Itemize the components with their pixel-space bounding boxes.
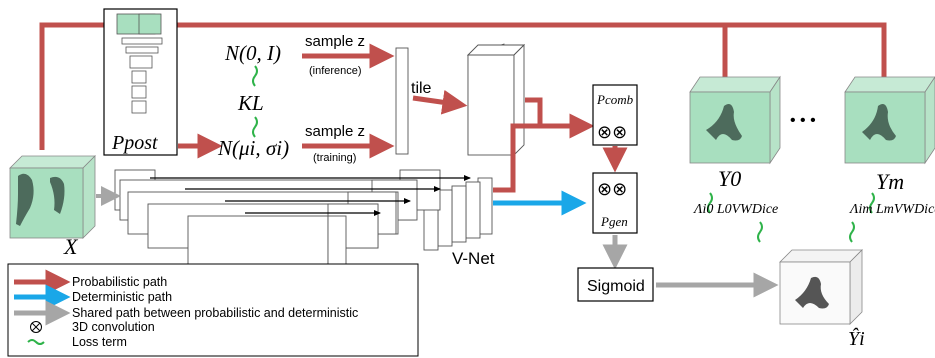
p-post-encoder-stack: [116, 13, 163, 114]
legend-label: Shared path between probabilistic and de…: [72, 306, 358, 320]
kl-label: KL: [237, 91, 264, 115]
sigmoid-label: Sigmoid: [587, 278, 645, 295]
y0-label: Y0: [718, 166, 741, 191]
prediction-volume-yhat: [779, 249, 863, 325]
ym-label: Ym: [876, 169, 904, 194]
loss-tilde-icon: [252, 65, 258, 87]
legend-label: Loss term: [72, 335, 127, 349]
p-post-block: Ppost: [103, 8, 178, 156]
loss-ym-label: Λim LmVWDice: [848, 202, 935, 217]
loss-tilde-icon: [757, 221, 763, 243]
ground-truth-y0: [689, 75, 781, 165]
sigmoid-block: Sigmoid: [577, 267, 654, 302]
loss-tilde-icon: [849, 221, 855, 243]
legend-item-conv: 3D convolution: [30, 320, 155, 334]
loss-y0-label: Λi0 L0VWDice: [692, 202, 778, 217]
legend-label: Probabilistic path: [72, 275, 167, 289]
input-volume-x: [9, 155, 96, 239]
ground-truth-ym: [844, 76, 935, 165]
sample-z-training-label: sample z: [305, 123, 365, 140]
yhat-label: Ŷi: [848, 327, 865, 350]
ellipsis: • • •: [790, 112, 816, 129]
training-label: (training): [313, 152, 356, 164]
posterior-normal-label: N(μi, σi): [217, 136, 289, 160]
loss-tilde-icon: [27, 339, 45, 345]
legend-item-deterministic: Deterministic path: [14, 284, 172, 310]
sample-z-inference-label: sample z: [305, 33, 365, 50]
p-gen-conv-icon: ⊗⊗: [597, 179, 627, 199]
inference-label: (inference): [309, 65, 362, 77]
prior-normal-label: N(0, I): [224, 41, 281, 65]
tile-to-pcomb-path: [525, 97, 543, 126]
p-post-label: Ppost: [111, 132, 158, 154]
p-gen-block: ⊗⊗ Pgen: [592, 172, 638, 234]
legend-label: 3D convolution: [72, 320, 155, 334]
vnet-label: V-Net: [452, 249, 495, 268]
loss-tilde-icon: [869, 192, 875, 214]
loss-tilde-icon: [707, 192, 713, 214]
vnet-to-pcomb-arrow: [493, 113, 595, 193]
legend-item-loss: Loss term: [27, 335, 127, 349]
tile-arrow: [412, 89, 468, 115]
p-comb-block: Pcomb ⊗⊗: [592, 84, 638, 146]
loss-tilde-icon: [252, 116, 258, 138]
legend-item-shared: Shared path between probabilistic and de…: [14, 300, 358, 326]
legend-item-probabilistic: Probabilistic path: [14, 269, 167, 295]
x-label: X: [63, 234, 79, 259]
legend-label: Deterministic path: [72, 290, 172, 304]
latent-z-vector: [395, 47, 409, 155]
p-comb-label: Pcomb: [596, 92, 634, 107]
legend: Probabilistic path Deterministic path Sh…: [7, 263, 419, 357]
p-comb-conv-icon: ⊗⊗: [597, 122, 627, 142]
p-gen-label: Pgen: [600, 214, 628, 229]
tile-label: tile: [411, 80, 432, 97]
tiled-latent-block: [466, 43, 526, 157]
vnet-block: V-Net: [114, 169, 495, 268]
